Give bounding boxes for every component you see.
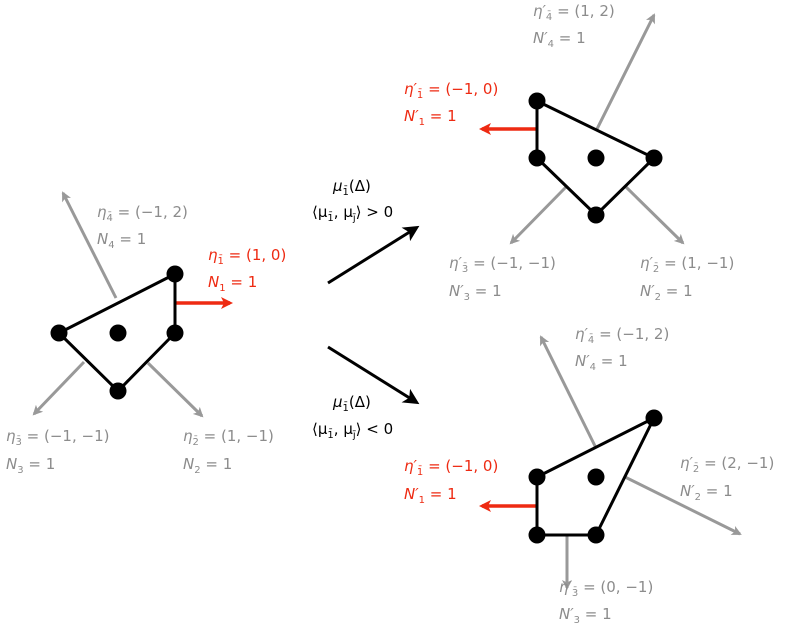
left-vertex bbox=[166, 324, 184, 342]
left-eta3-label: η3̄ = (−1, −1) bbox=[6, 427, 109, 448]
left-N4-label: N4 = 1 bbox=[97, 230, 146, 251]
top-ray-3 bbox=[509, 185, 568, 245]
bottom-vertex bbox=[645, 409, 663, 427]
top-eta4-label: η′4̄ = (1, 2) bbox=[533, 2, 615, 23]
left-N3-label: N3 = 1 bbox=[6, 455, 55, 476]
left-vertex bbox=[109, 382, 127, 400]
top-interior-point bbox=[587, 149, 605, 167]
left-ray-4 bbox=[61, 191, 118, 299]
top-polygon-group bbox=[479, 13, 685, 245]
top-vertex bbox=[528, 92, 546, 110]
bottom-N3-label: N′3 = 1 bbox=[559, 605, 612, 626]
mutation-arrow-down bbox=[327, 345, 420, 405]
top-vertex bbox=[528, 149, 546, 167]
top-eta3-label: η′3̄ = (−1, −1) bbox=[449, 254, 556, 275]
left-eta2-label: η2̄ = (1, −1) bbox=[183, 427, 274, 448]
left-N1-label: N1 = 1 bbox=[208, 273, 257, 294]
bottom-N1-label: N′1 = 1 bbox=[404, 485, 457, 506]
mutation-up-condition: ⟨μ1̄, μj̄⟩ > 0 bbox=[312, 203, 393, 224]
mutation-arrow-up bbox=[327, 225, 420, 285]
bottom-ray-4 bbox=[539, 335, 598, 449]
mutation-up-mu-label: μ1̄(Δ) bbox=[332, 177, 371, 198]
left-ray-3 bbox=[32, 360, 86, 416]
top-ray-2 bbox=[624, 185, 685, 245]
bottom-N4-label: N′4 = 1 bbox=[575, 352, 628, 373]
left-eta1-label: η1̄ = (1, 0) bbox=[208, 246, 286, 267]
mutation-down-mu-label: μ1̄(Δ) bbox=[332, 393, 371, 414]
left-N2-label: N2 = 1 bbox=[183, 455, 232, 476]
top-eta1-label: η′1̄ = (−1, 0) bbox=[404, 80, 498, 101]
bottom-N2-label: N′2 = 1 bbox=[680, 482, 733, 503]
top-N4-label: N′4 = 1 bbox=[533, 29, 586, 50]
top-vertex bbox=[645, 149, 663, 167]
bottom-vertex bbox=[587, 526, 605, 544]
bottom-eta1-label: η′1̄ = (−1, 0) bbox=[404, 457, 498, 478]
bottom-vertex bbox=[528, 526, 546, 544]
top-N2-label: N′2 = 1 bbox=[640, 282, 693, 303]
bottom-eta2-label: η′2̄ = (2, −1) bbox=[680, 454, 774, 475]
bottom-eta4-label: η′4̄ = (−1, 2) bbox=[575, 325, 669, 346]
left-polygon-group bbox=[32, 191, 233, 418]
top-eta2-label: η′2̄ = (1, −1) bbox=[640, 254, 734, 275]
top-vertex bbox=[587, 206, 605, 224]
left-vertex bbox=[166, 265, 184, 283]
bottom-vertex bbox=[528, 468, 546, 486]
bottom-interior-point bbox=[587, 468, 605, 486]
left-ray-2 bbox=[146, 361, 204, 418]
top-N1-label: N′1 = 1 bbox=[404, 107, 457, 128]
left-eta4-label: η4̄ = (−1, 2) bbox=[97, 203, 188, 224]
left-vertex bbox=[50, 324, 68, 342]
bottom-ray-2 bbox=[624, 475, 742, 536]
top-ray-4 bbox=[595, 13, 656, 130]
left-interior-point bbox=[109, 324, 127, 342]
bottom-polygon-group bbox=[479, 335, 742, 590]
top-N3-label: N′3 = 1 bbox=[449, 282, 502, 303]
mutation-down-condition: ⟨μ1̄, μj̄⟩ < 0 bbox=[312, 420, 393, 441]
bottom-eta3-label: η′3̄ = (0, −1) bbox=[559, 578, 653, 599]
